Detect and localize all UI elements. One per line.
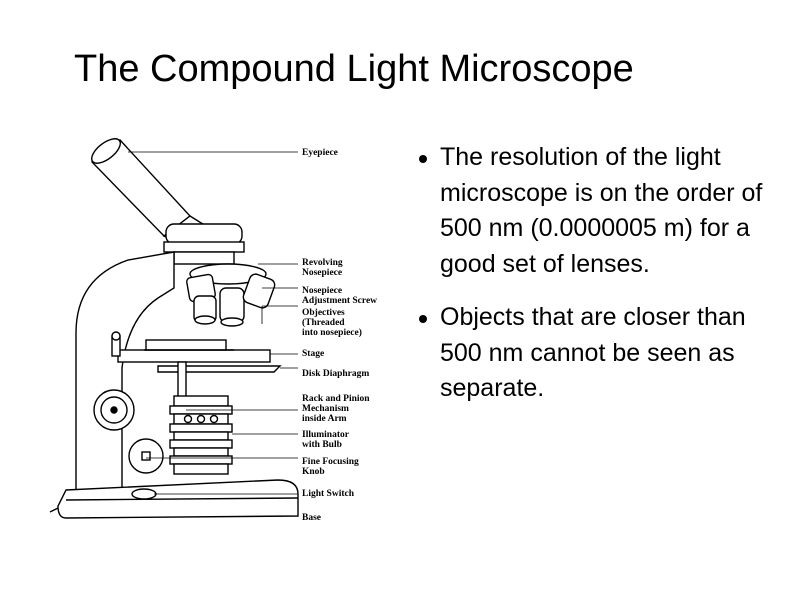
microscope-diagram: Eyepiece Revolving Nosepiece Nosepiece A… bbox=[48, 128, 388, 528]
slide-title: The Compound Light Microscope bbox=[74, 48, 634, 90]
bullet-dot-icon bbox=[419, 155, 427, 163]
label-fine-focusing-knob: Fine Focusing Knob bbox=[302, 457, 359, 477]
bullet-item: The resolution of the light microscope i… bbox=[414, 140, 774, 282]
label-nosepiece-adjustment-screw: Nosepiece Adjustment Screw bbox=[302, 286, 378, 306]
focus-knobs bbox=[93, 389, 164, 474]
illuminator-stack bbox=[169, 395, 233, 475]
label-rack-and-pinion: Rack and Pinion Mechanism inside Arm bbox=[302, 394, 370, 424]
microscope-arm bbox=[75, 251, 175, 493]
label-base: Base bbox=[302, 513, 321, 523]
leader-lines bbox=[128, 151, 298, 495]
objectives bbox=[186, 263, 276, 327]
stage bbox=[111, 331, 282, 373]
bullet-text: Objects that are closer than 500 nm cann… bbox=[440, 303, 746, 402]
bullet-text: The resolution of the light microscope i… bbox=[440, 143, 763, 278]
bullet-item: Objects that are closer than 500 nm cann… bbox=[414, 300, 774, 407]
label-disk-diaphragm: Disk Diaphragm bbox=[302, 369, 370, 379]
label-revolving-nosepiece: Revolving Nosepiece bbox=[302, 258, 343, 278]
bullet-list: The resolution of the light microscope i… bbox=[414, 140, 774, 407]
label-light-switch: Light Switch bbox=[302, 489, 354, 499]
label-eyepiece: Eyepiece bbox=[302, 148, 338, 158]
microscope-head bbox=[163, 223, 245, 265]
label-illuminator: Illuminator with Bulb bbox=[302, 430, 349, 450]
label-objectives: Objectives (Threaded into nosepiece) bbox=[302, 308, 362, 338]
bullet-dot-icon bbox=[419, 315, 427, 323]
microscope-drawing bbox=[49, 138, 299, 519]
microscope-base bbox=[49, 479, 299, 519]
label-stage: Stage bbox=[302, 349, 325, 359]
